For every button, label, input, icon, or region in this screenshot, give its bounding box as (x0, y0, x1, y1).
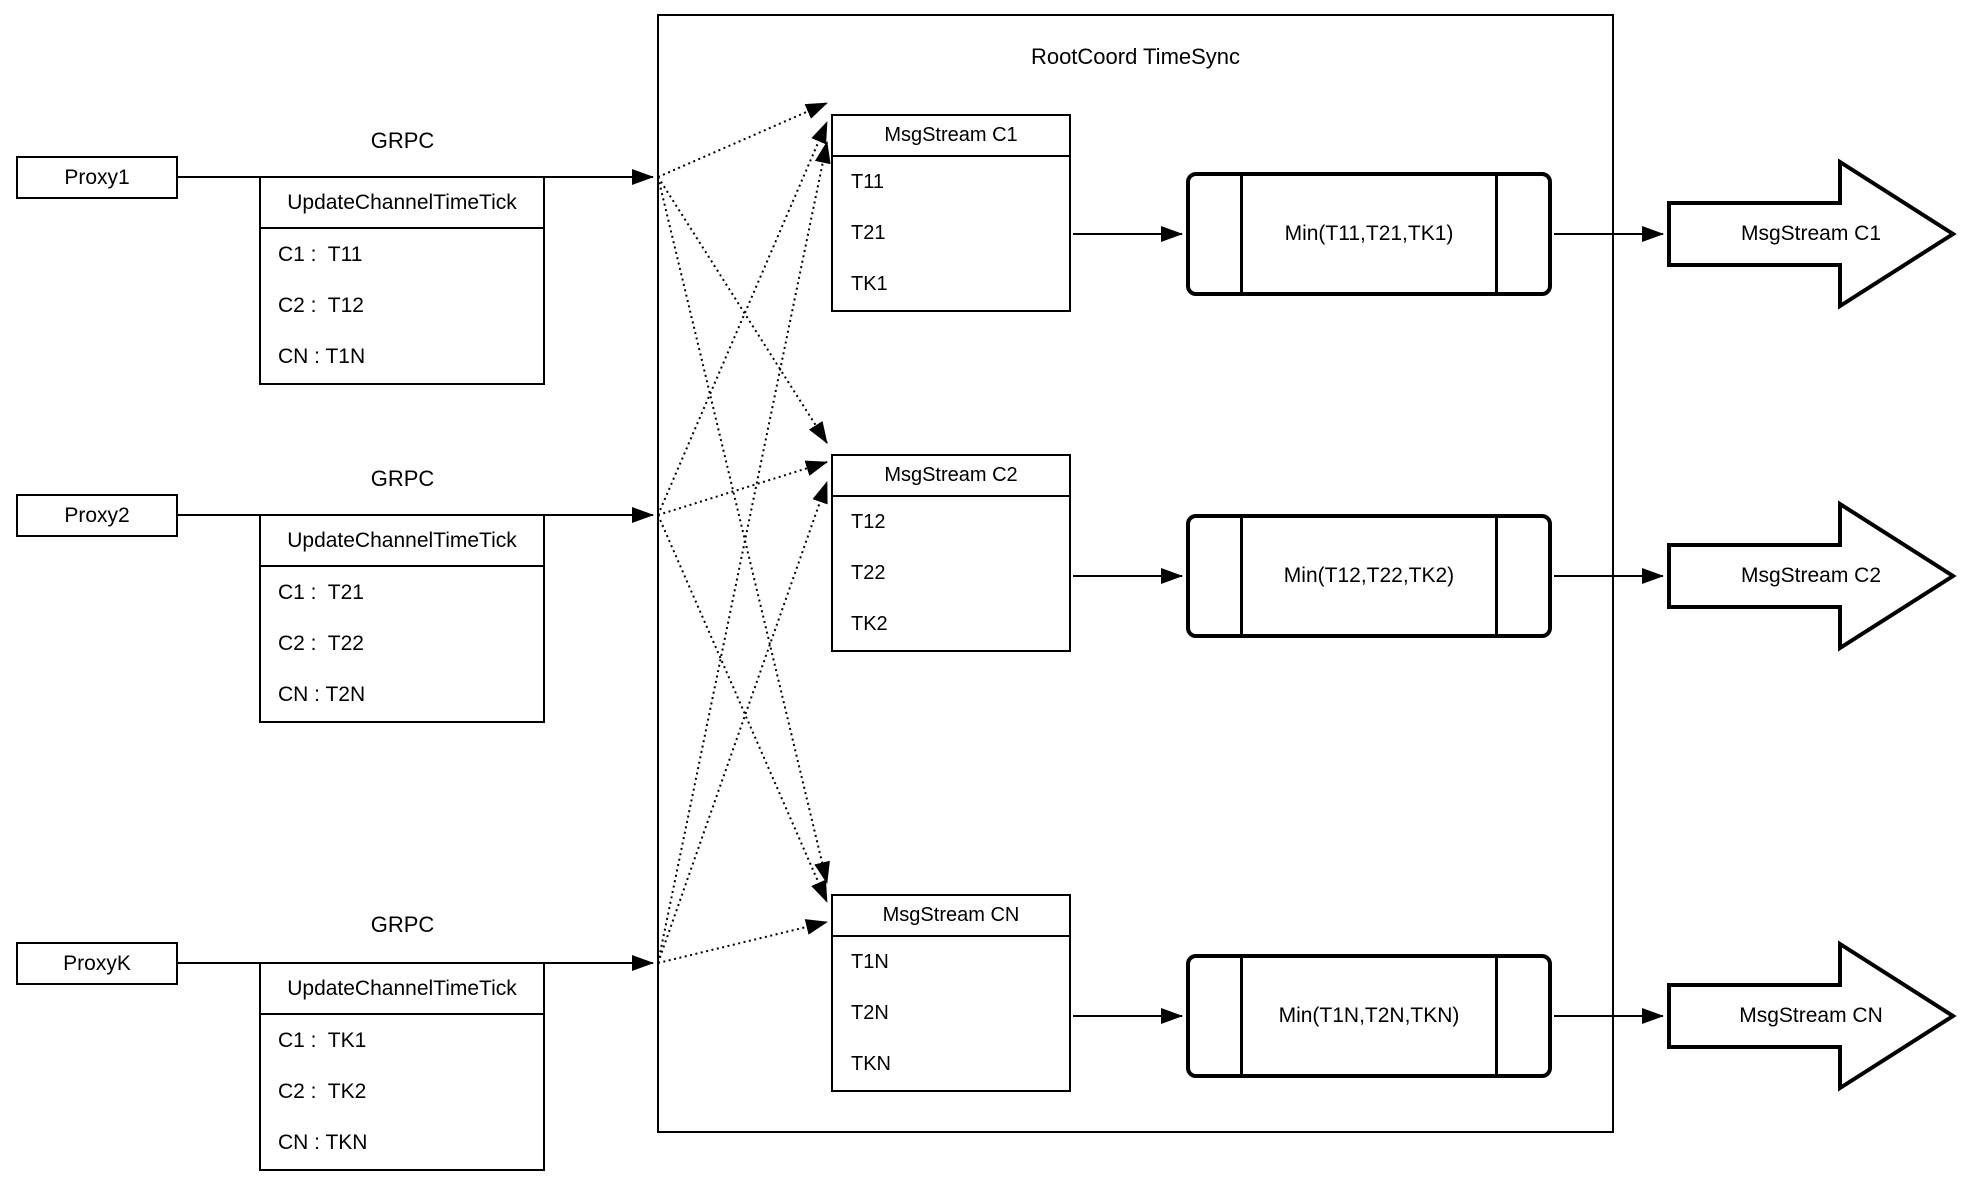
proxy-box: Proxy1 (16, 156, 178, 199)
min-operator-box: Min(T11,T21,TK1) (1186, 172, 1552, 296)
msgstream-row: TK2 (851, 613, 888, 635)
proxy-label: Proxy1 (64, 165, 130, 189)
update-table-row: C1 : T21 (278, 580, 364, 604)
update-table-row: CN : T2N (278, 683, 366, 707)
update-table-row: C1 : T11 (278, 242, 363, 266)
rootcoord-title: RootCoord TimeSync (1030, 44, 1241, 69)
output-arrow-label: MsgStream C2 (1740, 564, 1882, 587)
proxy-box: Proxy2 (16, 494, 178, 537)
grpc-label: GRPC (370, 466, 435, 491)
msgstream-row: T22 (851, 562, 886, 584)
msgstream-row: TK1 (851, 273, 888, 295)
min-box-left-bar (1240, 176, 1243, 292)
proxy-box: ProxyK (16, 942, 178, 985)
update-table-header: UpdateChannelTimeTick (261, 516, 543, 567)
min-label: Min(T11,T21,TK1) (1284, 222, 1454, 245)
grpc-label: GRPC (370, 912, 435, 937)
update-table-row: C1 : TK1 (278, 1028, 367, 1052)
msgstream-row: TKN (851, 1053, 891, 1075)
update-channel-timetick-table: UpdateChannelTimeTick C1 : T11 C2 : T12 … (259, 176, 545, 385)
update-table-row: C2 : T22 (278, 631, 364, 655)
proxy-label: Proxy2 (64, 503, 130, 527)
update-channel-timetick-table: UpdateChannelTimeTick C1 : TK1 C2 : TK2 … (259, 962, 545, 1171)
msgstream-row: T2N (851, 1002, 889, 1024)
min-box-left-bar (1240, 958, 1243, 1074)
update-table-row: C2 : TK2 (278, 1079, 367, 1103)
min-box-right-bar (1495, 176, 1498, 292)
update-table-header: UpdateChannelTimeTick (261, 964, 543, 1015)
update-table-header: UpdateChannelTimeTick (261, 178, 543, 229)
update-table-row: CN : T1N (278, 345, 366, 369)
proxy-label: ProxyK (63, 951, 131, 975)
msgstream-table: MsgStream CN T1N T2N TKN (831, 894, 1071, 1092)
grpc-label: GRPC (370, 128, 435, 153)
min-box-right-bar (1495, 958, 1498, 1074)
min-operator-box: Min(T1N,T2N,TKN) (1186, 954, 1552, 1078)
msgstream-table: MsgStream C1 T11 T21 TK1 (831, 114, 1071, 312)
msgstream-table-header: MsgStream CN (833, 896, 1069, 937)
msgstream-row: T11 (851, 171, 884, 193)
min-operator-box: Min(T12,T22,TK2) (1186, 514, 1552, 638)
output-arrow-label: MsgStream C1 (1740, 222, 1882, 245)
update-table-row: C2 : T12 (278, 293, 364, 317)
min-label: Min(T12,T22,TK2) (1283, 564, 1455, 587)
min-box-right-bar (1495, 518, 1498, 634)
msgstream-table: MsgStream C2 T12 T22 TK2 (831, 454, 1071, 652)
msgstream-row: T12 (851, 511, 886, 533)
update-table-row: CN : TKN (278, 1131, 368, 1155)
msgstream-row: T21 (851, 222, 886, 244)
output-arrow-label: MsgStream CN (1739, 1004, 1883, 1027)
min-label: Min(T1N,T2N,TKN) (1278, 1004, 1460, 1027)
min-box-left-bar (1240, 518, 1243, 634)
msgstream-row: T1N (851, 951, 889, 973)
update-channel-timetick-table: UpdateChannelTimeTick C1 : T21 C2 : T22 … (259, 514, 545, 723)
msgstream-table-header: MsgStream C1 (833, 116, 1069, 157)
msgstream-table-header: MsgStream C2 (833, 456, 1069, 497)
